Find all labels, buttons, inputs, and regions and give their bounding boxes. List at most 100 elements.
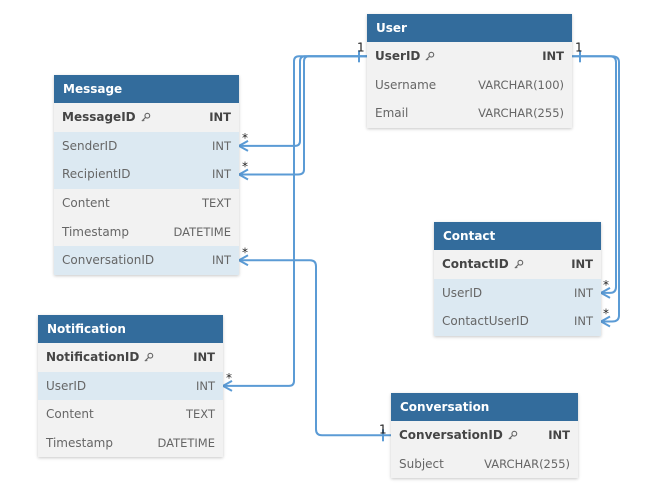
column-name: Content	[62, 196, 110, 211]
column-name-wrap: MessageID	[62, 110, 151, 124]
key-icon	[136, 112, 151, 123]
column-name-wrap: NotificationID	[46, 350, 154, 364]
column-row: Timestamp DATETIME	[38, 429, 223, 458]
column-name: Email	[375, 106, 409, 121]
entity-title: Contact	[434, 222, 601, 250]
cardinality-label: *	[242, 160, 248, 174]
column-name: MessageID	[62, 110, 136, 125]
column-type: INT	[195, 378, 215, 393]
column-row: MessageID INT	[54, 103, 239, 132]
column-name-wrap: UserID	[375, 49, 435, 63]
many-marker	[236, 254, 249, 267]
column-type: INT	[211, 167, 231, 182]
column-row: UserID INT	[38, 371, 223, 401]
column-name: ContactUserID	[442, 314, 529, 329]
entity-title: Notification	[38, 315, 223, 343]
column-name-wrap: Timestamp	[62, 225, 129, 239]
column-row: NotificationID INT	[38, 343, 223, 372]
column-type: INT	[193, 350, 215, 365]
column-type: INT	[548, 428, 570, 443]
column-name: Subject	[399, 456, 444, 471]
column-type: INT	[209, 110, 231, 125]
column-row: ConversationID INT	[54, 245, 239, 275]
column-type: VARCHAR(255)	[478, 106, 564, 121]
column-name-wrap: ConversationID	[62, 253, 154, 267]
cardinality-label: *	[242, 131, 248, 145]
column-row: RecipientID INT	[54, 160, 239, 189]
key-icon	[139, 352, 154, 363]
column-row: Email VARCHAR(255)	[367, 99, 572, 128]
column-type: INT	[571, 257, 593, 272]
column-name-wrap: Email	[375, 106, 408, 120]
column-type: INT	[211, 253, 231, 268]
column-row: SenderID INT	[54, 131, 239, 161]
key-icon	[420, 51, 435, 62]
column-row: Content TEXT	[54, 189, 239, 218]
relationship-line	[239, 259, 391, 437]
relationship-line	[223, 55, 367, 387]
column-row: ContactID INT	[434, 250, 601, 279]
column-row: ConversationID INT	[391, 421, 578, 450]
cardinality-label: *	[226, 371, 232, 385]
column-name: ConversationID	[62, 253, 155, 268]
column-name-wrap: SenderID	[62, 139, 117, 153]
cardinality-label: 1	[379, 422, 387, 436]
column-type: TEXT	[186, 407, 215, 422]
column-name: UserID	[442, 285, 483, 300]
cardinality-label: *	[242, 245, 248, 259]
column-name: SenderID	[62, 138, 118, 153]
entity-title: Message	[54, 75, 239, 103]
column-name: Timestamp	[46, 436, 113, 451]
column-type: INT	[211, 138, 231, 153]
many-marker	[236, 140, 249, 152]
entity-title: Conversation	[391, 393, 578, 421]
relationship-line	[239, 55, 367, 176]
cardinality-label: 1	[357, 40, 365, 54]
column-name-wrap: Timestamp	[46, 436, 113, 450]
key-icon	[509, 259, 524, 270]
column-name: UserID	[46, 378, 87, 393]
column-row: UserID INT	[434, 278, 601, 308]
column-type: DATETIME	[157, 436, 215, 451]
column-name-wrap: UserID	[46, 379, 86, 393]
column-type: VARCHAR(255)	[484, 456, 570, 471]
column-name: ContactID	[442, 257, 509, 272]
column-name: Timestamp	[62, 224, 129, 239]
column-name-wrap: ContactUserID	[442, 314, 529, 328]
column-name: Username	[375, 77, 437, 92]
column-type: INT	[573, 314, 593, 329]
column-name-wrap: ConversationID	[399, 428, 518, 442]
cardinality-label: 1	[575, 40, 583, 54]
column-name: UserID	[375, 49, 421, 64]
column-type: DATETIME	[173, 224, 231, 239]
column-row: ContactUserID INT	[434, 307, 601, 336]
column-name: ConversationID	[399, 428, 503, 443]
column-name-wrap: RecipientID	[62, 167, 131, 181]
column-row: Content TEXT	[38, 400, 223, 429]
column-type: INT	[573, 285, 593, 300]
many-marker	[598, 315, 611, 328]
many-marker	[236, 168, 249, 181]
column-name-wrap: Content	[62, 196, 110, 210]
column-type: TEXT	[202, 196, 231, 211]
cardinality-label: *	[603, 278, 609, 292]
many-marker	[220, 380, 233, 392]
many-marker	[598, 287, 611, 299]
key-icon	[503, 430, 518, 441]
cardinality-label: *	[603, 307, 609, 321]
entity-title: User	[367, 14, 572, 42]
column-name: Content	[46, 407, 94, 422]
column-name-wrap: Subject	[399, 457, 444, 471]
column-name-wrap: Content	[46, 407, 94, 421]
column-row: Timestamp DATETIME	[54, 217, 239, 246]
column-type: INT	[542, 49, 564, 64]
column-name-wrap: UserID	[442, 286, 482, 300]
column-name-wrap: Username	[375, 78, 436, 92]
